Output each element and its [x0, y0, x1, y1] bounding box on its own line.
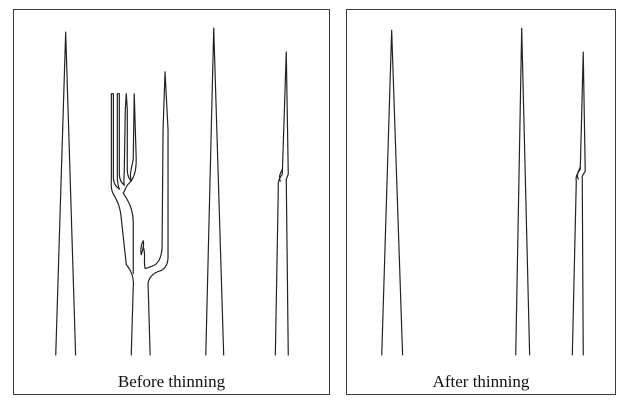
branching-stem-left-arm [113, 193, 133, 273]
branching-stem-right-arm [143, 72, 168, 271]
after-thinning-illustration [347, 10, 615, 394]
offshoot-stem [572, 52, 585, 355]
after-thinning-caption: After thinning [347, 372, 615, 392]
tall-stem-left [56, 32, 76, 355]
tall-stem-middle [206, 28, 224, 355]
offshoot-bud [577, 167, 580, 179]
fork-bud [141, 241, 144, 255]
before-thinning-illustration [14, 10, 329, 394]
before-thinning-caption: Before thinning [14, 372, 329, 392]
offshoot-stem [275, 52, 288, 355]
thin-shoot-3 [124, 94, 131, 185]
before-thinning-panel: Before thinning [13, 9, 330, 395]
thin-shoot-1 [111, 94, 119, 194]
after-thinning-panel: After thinning [346, 9, 616, 395]
branching-stem-trunk [126, 265, 161, 355]
tall-stem-left [382, 30, 403, 355]
tall-stem-middle [516, 28, 530, 355]
thin-shoot-2 [117, 94, 124, 189]
